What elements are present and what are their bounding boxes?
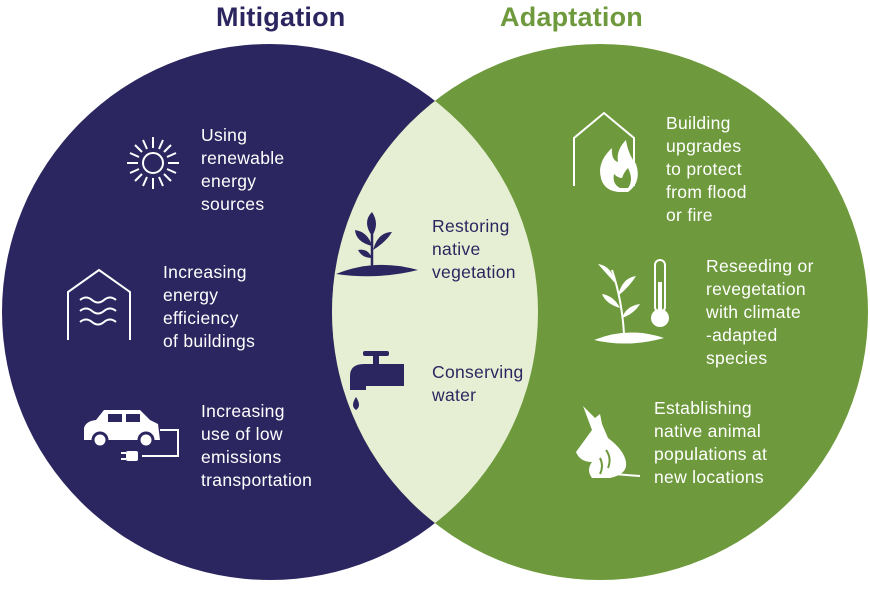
overlap-label-water: Conserving water bbox=[432, 361, 524, 407]
adaptation-label-reseeding: Reseeding or revegetation with climate -… bbox=[706, 255, 814, 370]
label-line: Using bbox=[201, 125, 248, 145]
overlap-region bbox=[332, 44, 538, 580]
label-line: transportation bbox=[201, 470, 313, 490]
mitigation-heading: Mitigation bbox=[216, 2, 346, 32]
electric-car-icon bbox=[84, 410, 179, 461]
label-line: or fire bbox=[666, 205, 713, 225]
label-line: Reseeding or bbox=[706, 256, 814, 276]
label-line: sources bbox=[201, 194, 265, 214]
sun-icon bbox=[127, 137, 179, 189]
label-line: Increasing bbox=[201, 401, 285, 421]
label-line: renewable bbox=[201, 148, 285, 168]
label-line: emissions bbox=[201, 447, 282, 467]
label-line: use of low bbox=[201, 424, 283, 444]
adaptation-heading: Adaptation bbox=[500, 2, 643, 32]
mitigation-label-transport: Increasing use of low emissions transpor… bbox=[201, 400, 312, 492]
plant-thermometer-icon bbox=[594, 259, 669, 344]
label-line: species bbox=[706, 348, 768, 368]
label-line: to protect bbox=[666, 159, 742, 179]
label-line: Building bbox=[666, 113, 731, 133]
label-line: native bbox=[432, 239, 481, 259]
label-line: Increasing bbox=[163, 262, 247, 282]
label-line: native animal bbox=[654, 421, 762, 441]
label-line: Establishing bbox=[654, 398, 752, 418]
adaptation-label-building: Building upgrades to protect from flood … bbox=[666, 112, 747, 227]
seedling-icon bbox=[336, 212, 418, 277]
label-line: with climate bbox=[706, 302, 802, 322]
insulated-house-icon bbox=[67, 268, 131, 340]
mitigation-label-renewable: Using renewable energy sources bbox=[201, 124, 284, 216]
label-line: efficiency bbox=[163, 308, 239, 328]
overlap-label-vegetation: Restoring native vegetation bbox=[432, 215, 516, 284]
label-line: Conserving bbox=[432, 362, 524, 382]
label-line: from flood bbox=[666, 182, 747, 202]
label-line: revegetation bbox=[706, 279, 806, 299]
house-fire-icon bbox=[573, 111, 638, 192]
label-line: energy bbox=[201, 171, 257, 191]
label-line: energy bbox=[163, 285, 219, 305]
label-line: -adapted bbox=[706, 325, 778, 345]
label-line: vegetation bbox=[432, 262, 516, 282]
label-line: water bbox=[432, 385, 477, 405]
adaptation-label-animals: Establishing native animal populations a… bbox=[654, 397, 767, 489]
water-tap-icon bbox=[350, 351, 404, 410]
label-line: of buildings bbox=[163, 331, 256, 351]
label-line: Restoring bbox=[432, 216, 510, 236]
label-line: upgrades bbox=[666, 136, 742, 156]
label-line: populations at bbox=[654, 444, 768, 464]
label-line: new locations bbox=[654, 467, 764, 487]
bandicoot-icon bbox=[576, 406, 641, 478]
mitigation-label-efficiency: Increasing energy efficiency of building… bbox=[163, 261, 255, 353]
